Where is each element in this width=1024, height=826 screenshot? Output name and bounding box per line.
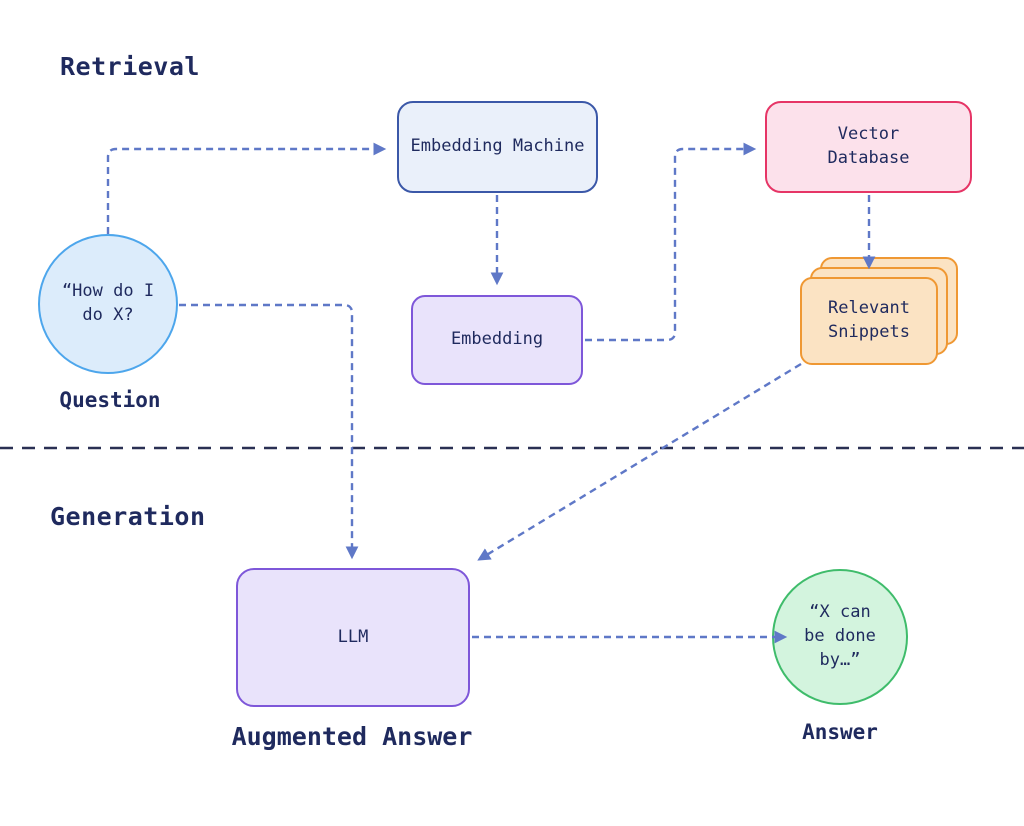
arrow-snippets-to-llm (477, 362, 802, 561)
llm-label: LLM (337, 626, 369, 647)
node-answer: “X can be done by…” (772, 569, 908, 705)
section-title-generation: Generation (50, 502, 206, 531)
embedding-label: Embedding (450, 329, 544, 350)
section-title-retrieval: Retrieval (60, 52, 200, 81)
question-caption: Question (59, 388, 161, 412)
augmented-answer-caption: Augmented Answer (231, 722, 473, 751)
node-llm: LLM (236, 568, 470, 707)
node-relevant-snippets: Relevant Snippets (800, 277, 938, 365)
arrow-question-to-embedding-machine (106, 142, 387, 234)
node-embedding-machine: Embedding Machine (397, 101, 598, 193)
relevant-snippets-label: Relevant Snippets (828, 298, 910, 342)
vector-database-label: Vector Database (827, 124, 910, 168)
answer-caption: Answer (802, 720, 878, 744)
node-embedding: Embedding (411, 295, 583, 385)
answer-text: “X can be done by…” (804, 602, 876, 670)
node-question: “How do I do X? (38, 234, 178, 374)
question-text: “How do I do X? (61, 281, 155, 325)
arrow-embedding-to-vector-database (585, 142, 757, 342)
node-vector-database: Vector Database (765, 101, 972, 193)
embedding-machine-label: Embedding Machine (410, 136, 585, 157)
